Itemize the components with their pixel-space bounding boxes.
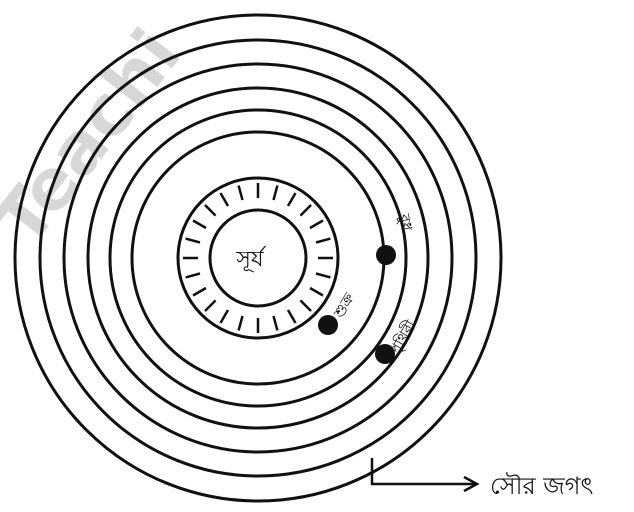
sun-ray <box>205 300 216 311</box>
sun-ray <box>193 288 206 296</box>
sun-ray <box>193 221 206 229</box>
watermark-text: Teachi <box>0 14 196 260</box>
sun-ray <box>274 316 278 330</box>
sun-ray <box>310 221 323 229</box>
sun-ray <box>288 193 296 206</box>
sun-ray <box>288 310 296 323</box>
sun-ray <box>221 193 229 206</box>
sun-ray <box>310 288 323 296</box>
sun-ray <box>205 205 216 216</box>
sun-ray <box>239 186 243 200</box>
sun-ray <box>316 239 330 243</box>
planet-top-dot <box>376 245 396 265</box>
sun-ray <box>186 239 200 243</box>
sun-ray <box>274 186 278 200</box>
sun-ray <box>316 274 330 278</box>
sun-ray <box>300 205 311 216</box>
planet-middle-dot <box>318 315 338 335</box>
sun-ray <box>186 274 200 278</box>
planet-top-label: বুধ <box>395 212 416 233</box>
sun-label: সূর্য <box>235 245 266 272</box>
sun-ray <box>239 316 243 330</box>
caption-label: সৌর জগৎ <box>490 472 593 500</box>
sun-ray <box>221 310 229 323</box>
sun-ray <box>300 300 311 311</box>
